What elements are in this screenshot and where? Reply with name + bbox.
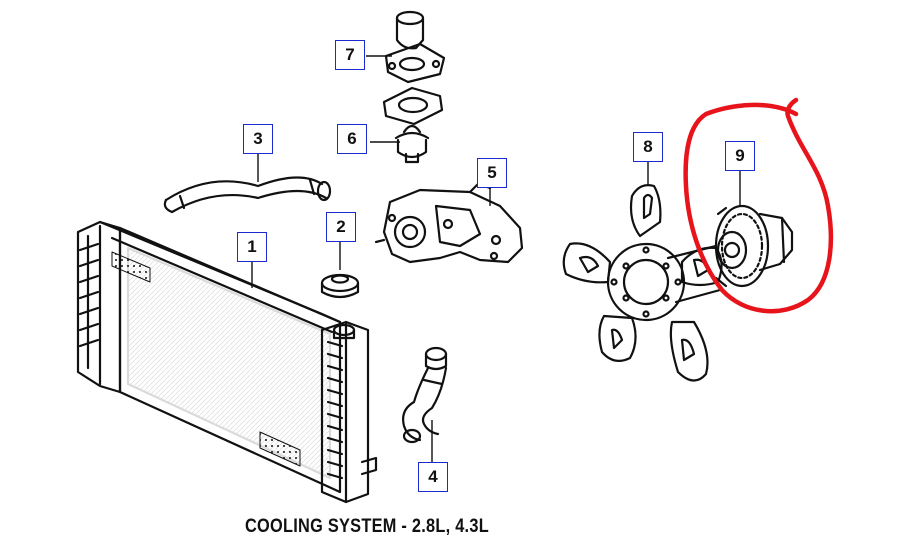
water-pump	[374, 182, 524, 264]
fan-clutch	[714, 204, 794, 288]
thermostat-housing	[384, 10, 446, 84]
upper-radiator-hose	[163, 176, 332, 214]
diagram-caption: COOLING SYSTEM - 2.8L, 4.3L	[245, 516, 489, 537]
cooling-fan	[562, 184, 723, 382]
callout-9: 9	[725, 141, 755, 171]
callout-1: 1	[237, 232, 267, 262]
radiator-cap	[320, 273, 360, 299]
highlight-circle	[683, 97, 834, 314]
callout-6: 6	[337, 124, 367, 154]
callout-3: 3	[243, 124, 273, 154]
radiator	[76, 220, 378, 504]
callout-8: 8	[633, 132, 663, 162]
callout-5: 5	[477, 158, 507, 188]
lower-radiator-hose	[402, 346, 448, 444]
callout-2: 2	[326, 212, 356, 242]
callout-4: 4	[418, 462, 448, 492]
leader-lines	[251, 55, 741, 462]
thermostat	[382, 86, 444, 164]
callout-7: 7	[335, 40, 365, 70]
